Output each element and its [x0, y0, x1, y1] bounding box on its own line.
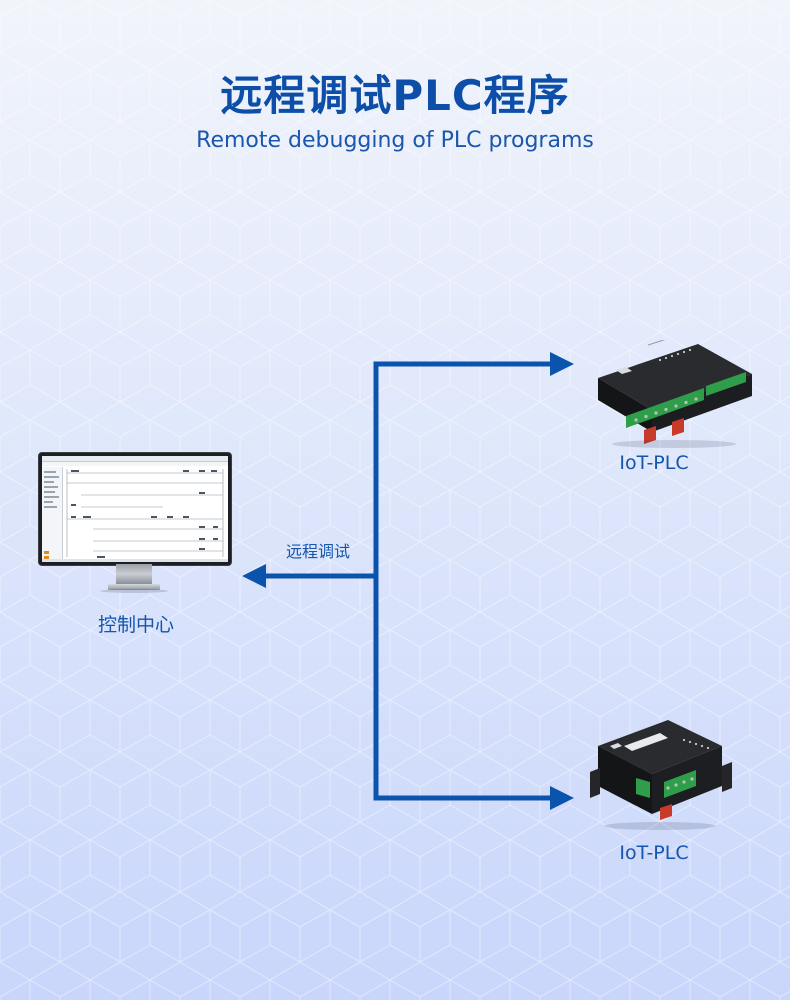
plc-device-bottom	[590, 720, 732, 830]
software-statusbar	[42, 559, 228, 562]
control-center-monitor	[38, 452, 232, 593]
monitor-bezel	[38, 452, 232, 566]
plc-bottom-label: IoT-PLC	[619, 842, 689, 864]
branch-to-top-plc	[373, 361, 556, 800]
plc-top-label: IoT-PLC	[619, 452, 689, 474]
software-menubar	[42, 456, 228, 462]
monitor-stand	[116, 564, 152, 586]
plc-device-top	[598, 340, 752, 448]
branch-to-bottom-plc	[373, 590, 556, 801]
monitor-base	[108, 584, 160, 590]
control-center-label: 控制中心	[97, 614, 174, 636]
page-title: 远程调试PLC程序	[220, 71, 570, 120]
arrowhead-bottom-plc	[550, 786, 574, 810]
project-tree	[42, 467, 63, 562]
monitor-screen	[42, 456, 228, 562]
page-subtitle: Remote debugging of PLC programs	[196, 128, 594, 153]
software-toolbar	[42, 462, 228, 466]
arrowhead-top-plc	[550, 352, 574, 376]
arrowhead-control-center	[242, 564, 266, 588]
remote-debug-label: 远程调试	[285, 542, 350, 561]
ladder-diagram	[66, 469, 224, 558]
